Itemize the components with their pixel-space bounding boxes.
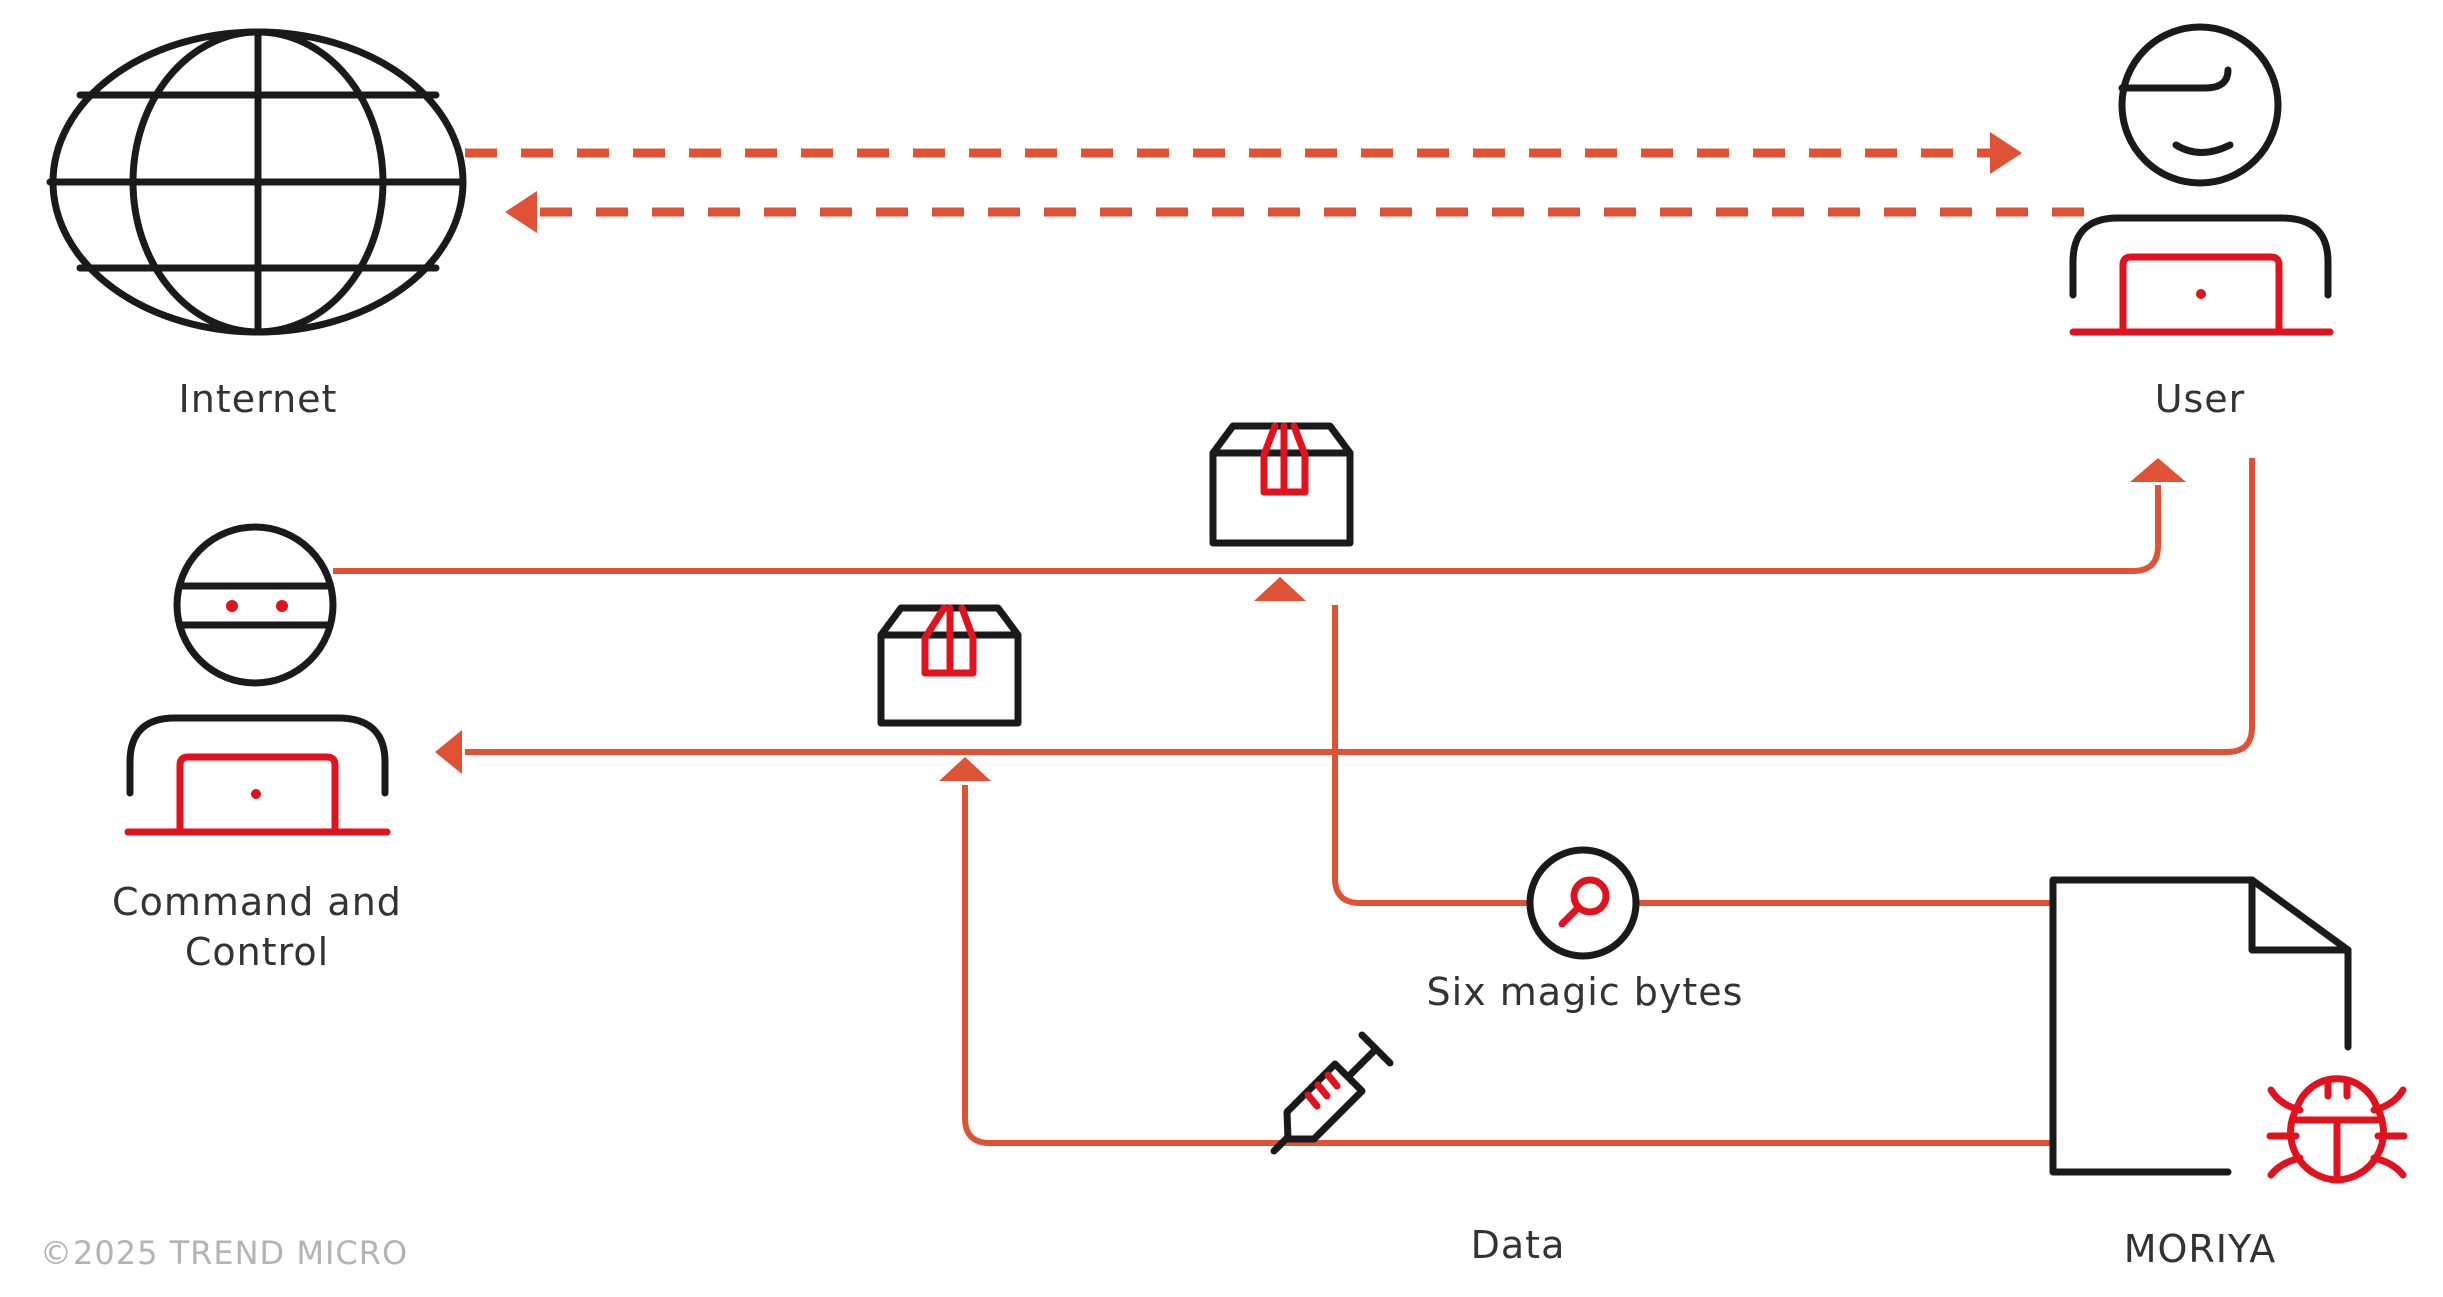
internet-to-user-arrow	[465, 132, 2022, 174]
data-label: Data	[1471, 1223, 1566, 1267]
globe-icon	[46, 28, 467, 336]
magic-bytes-label: Six magic bytes	[1427, 970, 1744, 1014]
user-icon	[2069, 23, 2332, 299]
package-icon-upper	[1209, 422, 1354, 547]
user-laptop-icon	[2069, 253, 2334, 336]
bug-icon	[2266, 1075, 2408, 1184]
syringe-icon	[1270, 1031, 1394, 1155]
package-icon-lower	[877, 604, 1022, 727]
c2-label-line1: Command and	[112, 880, 402, 924]
moriya-label: MORIYA	[2124, 1227, 2277, 1271]
hacker-icon	[126, 523, 389, 797]
c2-to-user-arrow	[333, 458, 2186, 574]
document-icon	[2049, 876, 2352, 1176]
data-arrow	[939, 757, 2053, 1146]
magnifier-icon	[1526, 846, 1640, 960]
user-to-internet-arrow	[505, 191, 2100, 233]
user-label: User	[2155, 377, 2246, 421]
c2-label-line2: Control	[185, 930, 329, 974]
copyright: ©2025 TREND MICRO	[40, 1234, 408, 1272]
magic-bytes-arrow	[1254, 577, 2053, 906]
internet-label: Internet	[179, 377, 338, 421]
c2-laptop-icon	[124, 753, 391, 836]
user-to-c2-arrow	[435, 458, 2255, 774]
